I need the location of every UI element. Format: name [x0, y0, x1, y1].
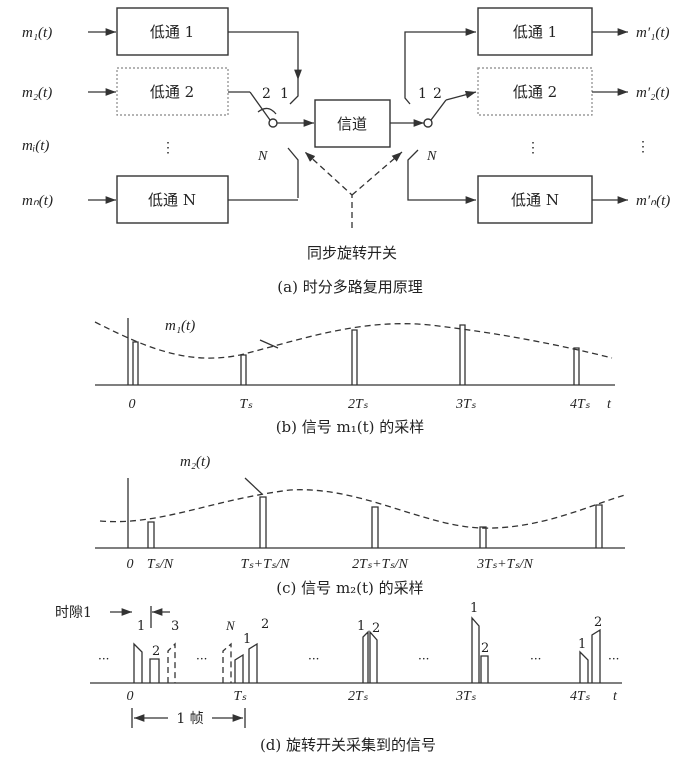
wire [407, 149, 476, 204]
slot-label: 时隙1 [55, 605, 92, 621]
caption-a: (a) 时分多路复用原理 [277, 278, 422, 296]
channel-label: 信道 [337, 115, 367, 133]
switch-label-2: 2 [262, 86, 271, 102]
pulse-label: 2 [594, 615, 602, 630]
input-mi: mᵢ(t) [22, 138, 49, 154]
m2-waveform [99, 489, 626, 529]
pulse-label: 3 [171, 619, 179, 634]
sample-pulses [132, 324, 580, 385]
tick-3ts: 3Tₛ [455, 689, 477, 704]
pulse-label: 2 [152, 644, 160, 659]
input-m2: m₂(t) [22, 85, 52, 101]
tick-0: 0 [127, 557, 134, 572]
ellipsis: ⋮ [161, 140, 175, 156]
tick-t: t [613, 689, 618, 704]
tick-2ts: 2Tₛ [348, 689, 369, 704]
input-m1: m₁(t) [22, 25, 52, 41]
caption-d: (d) 旋转开关采集到的信号 [260, 736, 436, 754]
sync-link [351, 151, 403, 196]
rx-switch-pivot [423, 118, 433, 128]
contact-n [287, 147, 299, 198]
switch-label-n: N [257, 149, 268, 164]
switch-pivot [268, 118, 278, 128]
lowpass-n-label: 低通 N [148, 191, 196, 209]
panel-b: m₁(t) 0 Tₛ 2Tₛ 3Tₛ 4Tₛ t (b) 信号 m₁(t) 的采… [94, 318, 615, 436]
frame-label: 1 帧 [176, 711, 203, 727]
switch-label-1: 1 [280, 86, 289, 102]
rx-label-2: 2 [433, 86, 442, 102]
m1-waveform [94, 321, 613, 359]
ellipsis: ··· [418, 652, 429, 666]
tick-ts: Tₛ [233, 689, 247, 704]
wire [404, 28, 476, 105]
ellipsis: ··· [608, 652, 619, 666]
tick-0: 0 [129, 397, 136, 412]
tick-ts: Tₛ [239, 397, 253, 412]
sync-switch-label: 同步旋转开关 [307, 244, 397, 262]
rx-lowpass-n-box [477, 175, 593, 224]
output-m1: m′₁(t) [636, 25, 670, 41]
rx-label-n: N [426, 149, 437, 164]
tick-3ts: 3Tₛ [455, 397, 477, 412]
rx-lowpass-1-label: 低通 1 [513, 23, 557, 41]
caption-c: (c) 信号 m₂(t) 的采样 [276, 579, 423, 597]
sample-pulses [147, 496, 603, 548]
rx-lowpass-n-label: 低通 N [511, 191, 559, 209]
tick-ts-n: Tₛ/N [147, 557, 174, 572]
tick-0: 0 [127, 689, 134, 704]
wire [445, 90, 477, 101]
rx-lowpass-2-box [477, 67, 593, 116]
ellipsis: ··· [196, 652, 207, 666]
output-mn: m′ₙ(t) [636, 193, 670, 209]
pulse-label: 1 [357, 619, 365, 634]
lowpass-1-label: 低通 1 [150, 23, 194, 41]
leader-line [259, 339, 279, 349]
m1-label: m₁(t) [165, 318, 195, 334]
wire [228, 31, 302, 80]
ellipsis: ··· [308, 652, 319, 666]
tdm-pulses [133, 616, 601, 683]
tdm-dashed-pulses [167, 642, 232, 683]
contact-1 [289, 80, 299, 105]
ellipsis: ··· [98, 652, 109, 666]
m2-label: m₂(t) [180, 454, 210, 470]
pulse-label: 2 [481, 641, 489, 656]
pulse-label: 2 [372, 621, 380, 636]
tick-4ts: 4Tₛ [570, 689, 591, 704]
input-mn: mₙ(t) [22, 193, 53, 209]
pulse-label: 2 [261, 617, 269, 632]
panel-d: 时隙1 1 2 3 N 1 2 1 2 1 2 1 2 ··· ··· ··· … [55, 601, 622, 754]
sync-link [304, 151, 353, 228]
tick-ts-plus: Tₛ+Tₛ/N [241, 557, 290, 572]
lowpass-n-box [116, 175, 229, 224]
pulse-label: 1 [470, 601, 478, 616]
caption-b: (b) 信号 m₁(t) 的采样 [276, 418, 425, 436]
pulse-label: 1 [137, 619, 145, 634]
tick-2ts: 2Tₛ [348, 397, 369, 412]
lowpass-1-box [116, 7, 229, 56]
rotation-arrow [257, 107, 277, 115]
rx-label-1: 1 [418, 86, 427, 102]
tick-t: t [607, 397, 612, 412]
output-m2: m′₂(t) [636, 85, 670, 101]
rx-lowpass-1-box [477, 7, 593, 56]
tick-3ts-plus: 3Tₛ+Tₛ/N [476, 557, 533, 572]
rx-ellipsis: ⋮ [526, 140, 540, 156]
rx-lowpass-2-label: 低通 2 [513, 83, 557, 101]
switch-arm [249, 91, 271, 121]
leader-line [244, 477, 263, 495]
output-ellipsis: ⋮ [636, 139, 650, 155]
ellipsis: ··· [530, 652, 541, 666]
pulse-label: 1 [243, 632, 251, 647]
rx-switch-arm [430, 99, 447, 121]
pulse-label: 1 [578, 637, 586, 652]
pulse-label: N [225, 618, 236, 633]
tick-4ts: 4Tₛ [570, 397, 591, 412]
lowpass-2-label: 低通 2 [150, 83, 194, 101]
panel-c: m₂(t) 0 Tₛ/N Tₛ+Tₛ/N 2Tₛ+Tₛ/N 3Tₛ+Tₛ/N (… [95, 454, 626, 597]
panel-a: m₁(t) m₂(t) mᵢ(t) mₙ(t) 低通 1 低通 2 低通 N ⋮… [22, 7, 670, 296]
lowpass-2-box [116, 67, 229, 116]
tick-2ts-plus: 2Tₛ+Tₛ/N [352, 557, 408, 572]
